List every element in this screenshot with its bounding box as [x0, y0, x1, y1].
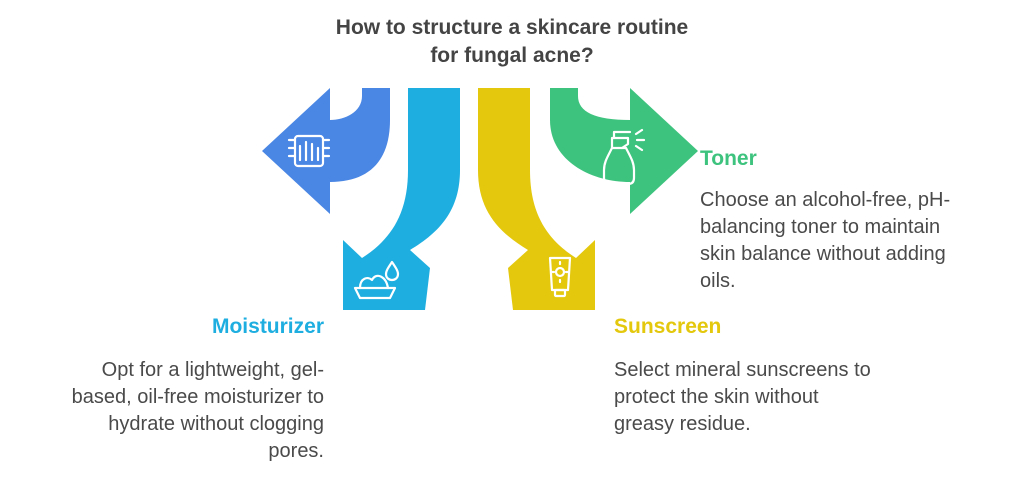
moisturizer-line-3: hydrate without clogging [108, 413, 324, 435]
moisturizer-title: Moisturizer [211, 315, 324, 338]
green-arrow-shape [550, 88, 698, 214]
sunscreen-tube-icon [548, 256, 572, 298]
moisturizer-line-1: Opt for a lightweight, gel- [101, 359, 324, 381]
hand-wipe-icon [287, 134, 331, 168]
toner-line-2: balancing toner to maintain [700, 216, 941, 238]
sunscreen-line-1: Select mineral sunscreens to [614, 359, 871, 381]
blue-arrow [262, 88, 390, 214]
toner-line-1: Choose an alcohol-free, pH- [700, 189, 951, 211]
yellow-arrow [478, 88, 595, 310]
sunscreen-line-3: greasy residue. [614, 413, 751, 435]
title-line-2: for fungal acne? [430, 44, 594, 67]
toner-description: Choose an alcohol-free, pH- balancing to… [700, 187, 950, 295]
yellow-arrow-shape [478, 88, 595, 310]
title-line-1: How to structure a skincare routine [335, 16, 689, 39]
sky-arrow-shape [343, 88, 460, 310]
toner-title: Toner [700, 147, 757, 170]
cream-drop-icon [353, 260, 400, 300]
sky-arrow [343, 88, 460, 310]
sunscreen-line-2: protect the skin without [614, 386, 819, 408]
green-arrow [550, 88, 698, 214]
blue-arrow-shape [262, 88, 390, 214]
spray-bottle-icon [602, 128, 646, 186]
moisturizer-description: Opt for a lightweight, gel- based, oil-f… [72, 357, 324, 465]
diagram-title: How to structure a skincare routine for … [212, 14, 812, 70]
toner-line-3: skin balance without adding [700, 243, 946, 265]
sunscreen-description: Select mineral sunscreens to protect the… [614, 357, 871, 438]
moisturizer-line-2: based, oil-free moisturizer to [71, 386, 324, 408]
toner-line-4: oils. [700, 270, 736, 292]
moisturizer-line-4: pores. [268, 440, 324, 462]
sunscreen-title: Sunscreen [614, 315, 722, 338]
